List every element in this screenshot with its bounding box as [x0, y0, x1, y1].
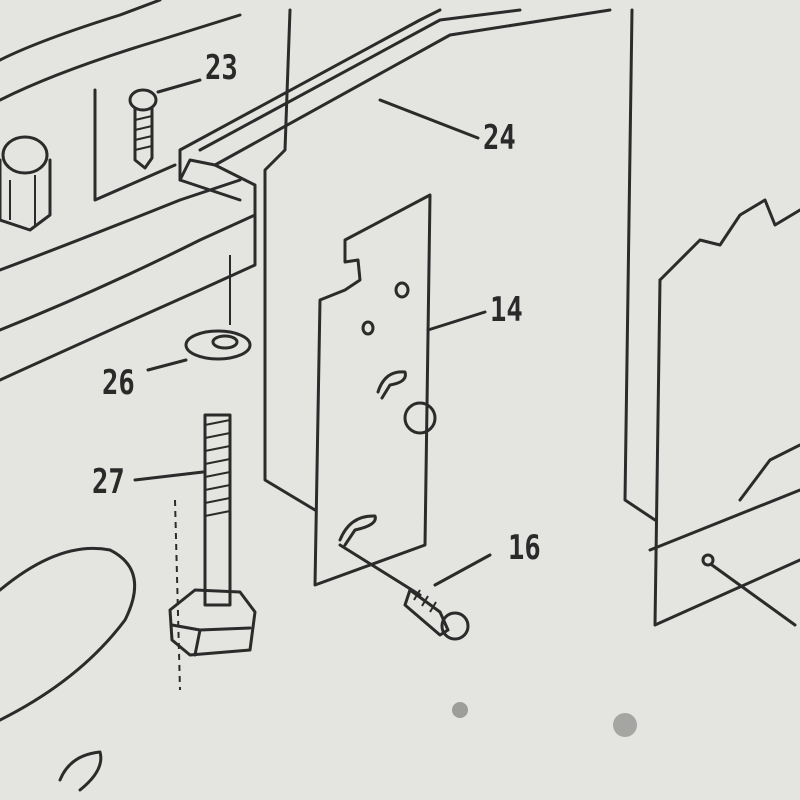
label-27: 27: [92, 462, 125, 502]
screw-16: [338, 543, 492, 641]
washer-26: [146, 255, 252, 372]
screw-23: [128, 78, 202, 170]
label-14: 14: [490, 290, 523, 330]
right-plate: [648, 198, 800, 627]
lower-arm: [0, 546, 137, 792]
label-26: 26: [102, 363, 135, 403]
label-24: 24: [483, 118, 516, 158]
label-23: 23: [205, 48, 238, 88]
nut: [0, 135, 52, 232]
plate-14: [313, 193, 487, 587]
base-casting: [0, 0, 657, 522]
label-16: 16: [508, 528, 541, 568]
bolt-27: [133, 413, 257, 691]
